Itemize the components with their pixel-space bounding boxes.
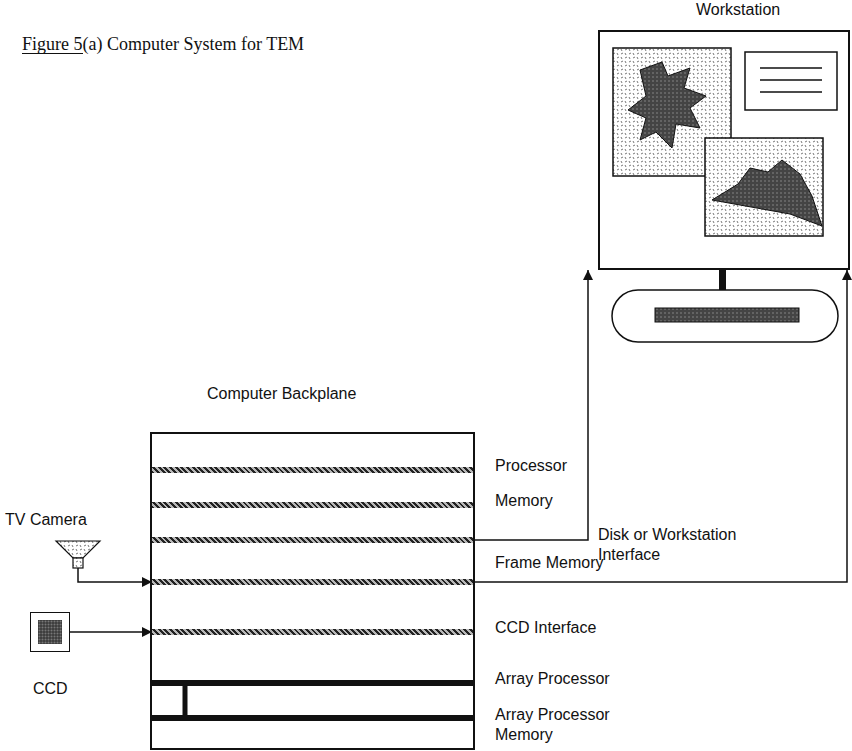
connector xyxy=(183,686,188,715)
ccd-interface-bus: CCD Interface xyxy=(152,629,473,635)
connector xyxy=(473,270,588,540)
node-label: TV Camera xyxy=(5,510,87,530)
node-label: Processor xyxy=(495,456,567,476)
connector xyxy=(78,568,152,582)
backplane-box: Computer BackplaneProcessorMemoryDisk or… xyxy=(150,432,475,750)
node-label: Disk or Workstation Interface xyxy=(598,525,773,565)
monitor-stand xyxy=(719,270,726,290)
node-label: Computer Backplane xyxy=(207,384,356,404)
camera-symbol xyxy=(55,540,101,568)
image-window xyxy=(705,138,823,236)
keyboard-keys xyxy=(655,308,799,322)
processor-bus: Processor xyxy=(152,467,473,473)
title-underline xyxy=(22,53,83,54)
node-label: Workstation xyxy=(696,0,780,20)
figure-title: Figure 5(a) Computer System for TEM xyxy=(22,34,304,55)
array-processor-bus: Array Processor xyxy=(152,680,473,686)
frame-memory-bus: Frame Memory xyxy=(152,579,473,585)
tv-camera: TV Camera xyxy=(55,540,101,568)
interface-bus: Disk or Workstation Interface xyxy=(152,537,473,543)
node-label: Memory xyxy=(495,491,553,511)
array-memory-bus: Array Processor Memory xyxy=(152,715,473,721)
keyboard xyxy=(612,290,838,342)
text-window xyxy=(745,52,837,110)
node-label: CCD Interface xyxy=(495,618,596,638)
ccd-grid xyxy=(38,620,62,644)
ccd-chip: CCD xyxy=(30,612,70,652)
memory-bus: Memory xyxy=(152,502,473,508)
image-blob xyxy=(628,62,706,148)
node-label: CCD xyxy=(33,679,68,699)
node-label: Frame Memory xyxy=(495,553,603,573)
image-blob xyxy=(712,160,822,226)
node-label: Array Processor xyxy=(495,669,610,689)
text-lines xyxy=(760,68,822,92)
workstation-monitor: Workstation xyxy=(598,30,850,270)
node-label: Array Processor Memory xyxy=(495,705,620,745)
connector xyxy=(473,270,847,582)
connector xyxy=(70,631,152,633)
